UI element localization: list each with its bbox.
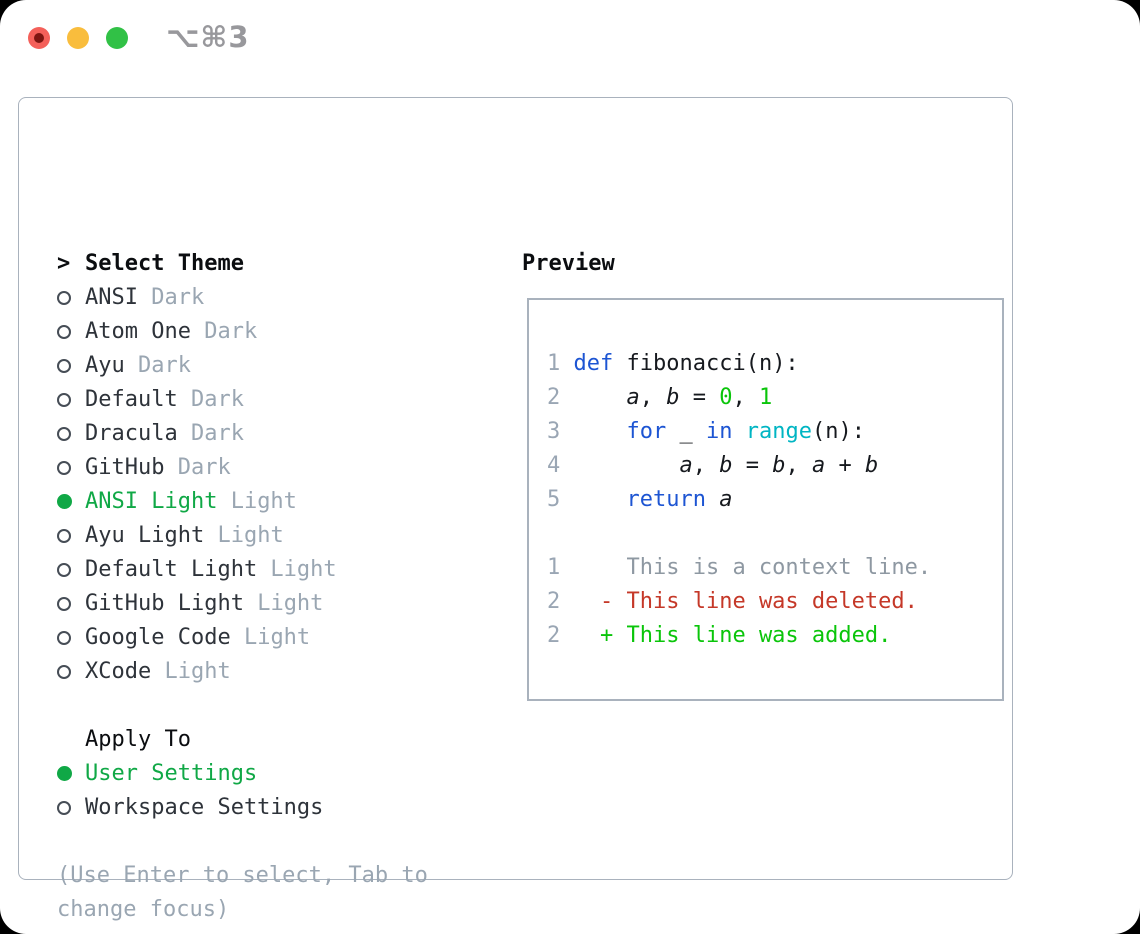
close-dot-icon (34, 33, 44, 43)
minimize-button[interactable] (67, 27, 89, 49)
close-button[interactable] (28, 27, 50, 49)
option-variant-label: Dark (164, 455, 231, 480)
spacer-row (57, 825, 467, 859)
theme-option[interactable]: GitHub Dark (57, 451, 467, 485)
radio-unselected-icon (57, 665, 71, 679)
apply-to-option[interactable]: Workspace Settings (57, 791, 467, 825)
theme-option[interactable]: Dracula Dark (57, 417, 467, 451)
option-variant-label: Light (204, 523, 284, 548)
radio-unselected-icon (57, 563, 71, 577)
option-variant-label: Dark (177, 387, 244, 412)
select-theme-header: > Select Theme (57, 247, 467, 281)
focus-caret-icon: > (57, 251, 71, 276)
option-variant-label: Light (257, 557, 337, 582)
code-line: 5 return a (547, 487, 733, 512)
radio-unselected-icon (57, 461, 71, 475)
option-variant-label: Light (230, 625, 311, 650)
radio-unselected-icon (57, 529, 71, 543)
code-line: 2 a, b = 0, 1 (547, 385, 773, 410)
code-line: 1 This is a context line. (547, 555, 932, 580)
radio-unselected-icon (57, 393, 71, 407)
apply-to-header: Apply To (57, 723, 467, 757)
option-variant-label: Light (243, 591, 324, 616)
option-label: Dracula (85, 421, 178, 446)
option-label: Workspace Settings (85, 795, 324, 820)
theme-option[interactable]: Ayu Light Light (57, 519, 467, 553)
option-variant-label: Dark (124, 353, 191, 378)
option-variant-label: Dark (137, 285, 205, 310)
theme-option[interactable]: XCode Light (57, 655, 467, 689)
code-line: 3 for _ in range(n): (547, 419, 865, 444)
theme-option[interactable]: Google Code Light (57, 621, 467, 655)
radio-unselected-icon (57, 291, 71, 305)
theme-option[interactable]: GitHub Light Light (57, 587, 467, 621)
code-line (547, 517, 1002, 551)
option-label: XCode (85, 659, 152, 684)
option-variant-label: Light (151, 659, 231, 684)
radio-unselected-icon (57, 597, 71, 611)
option-variant-label: Dark (177, 421, 244, 446)
code-line: 1 def fibonacci(n): (547, 351, 799, 376)
code-line: 2 + This line was added. (547, 623, 892, 648)
option-label: GitHub (85, 455, 165, 480)
option-variant-label: Light (217, 489, 297, 514)
option-label: Default (85, 387, 178, 412)
theme-option[interactable]: Ayu Dark (57, 349, 467, 383)
theme-option[interactable]: Default Light Light (57, 553, 467, 587)
theme-option[interactable]: Default Dark (57, 383, 467, 417)
select-theme-title: Select Theme (85, 251, 244, 276)
code-line: 4 a, b = b, a + b (547, 453, 879, 478)
preview-box: 1 def fibonacci(n): 2 a, b = 0, 1 3 for _ … (527, 298, 1004, 701)
theme-option[interactable]: Atom One Dark (57, 315, 467, 349)
radio-unselected-icon (57, 359, 71, 373)
radio-unselected-icon (57, 325, 71, 339)
option-label: ANSI (85, 285, 138, 310)
option-label: Atom One (85, 319, 191, 344)
usage-hint: (Use Enter to select, Tab to change focu… (57, 863, 428, 922)
theme-option[interactable]: ANSI Dark (57, 281, 467, 315)
spacer-row (57, 689, 467, 723)
option-label: ANSI Light (85, 489, 218, 514)
option-label: Google Code (85, 625, 231, 650)
radio-selected-icon (57, 494, 72, 509)
radio-selected-icon (57, 766, 72, 781)
keyboard-shortcut-label: ⌥⌘3 (166, 20, 250, 54)
radio-unselected-icon (57, 631, 71, 645)
option-variant-label: Dark (190, 319, 258, 344)
radio-unselected-icon (57, 427, 71, 441)
option-label: Ayu (85, 353, 125, 378)
option-label: Ayu Light (85, 523, 205, 548)
zoom-button[interactable] (106, 27, 128, 49)
theme-option[interactable]: ANSI Light Light (57, 485, 467, 519)
option-label: Default Light (85, 557, 258, 582)
apply-to-option[interactable]: User Settings (57, 757, 467, 791)
option-label: User Settings (85, 761, 258, 786)
radio-unselected-icon (57, 801, 71, 815)
preview-title: Preview (522, 251, 615, 276)
code-line: 2 - This line was deleted. (547, 589, 918, 614)
option-label: GitHub Light (85, 591, 244, 616)
apply-to-title: Apply To (85, 727, 191, 752)
code-preview: 1 def fibonacci(n): 2 a, b = 0, 1 3 for _ … (529, 300, 1002, 653)
